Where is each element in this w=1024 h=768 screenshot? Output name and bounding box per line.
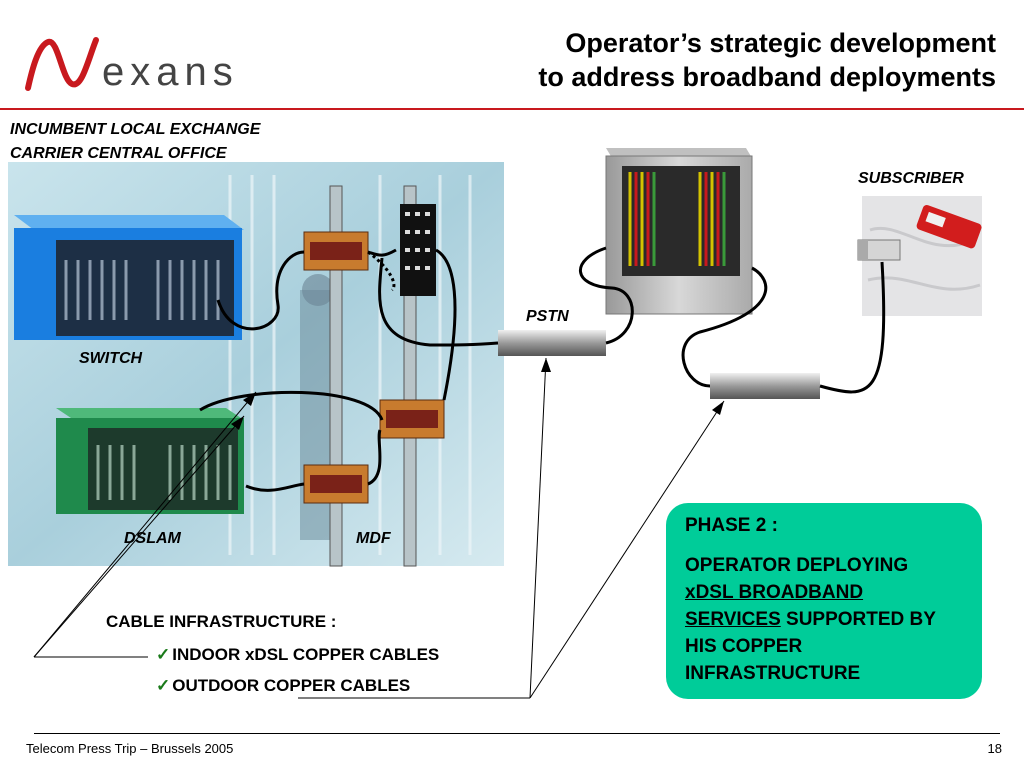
cable-list-item: ✓OUTDOOR COPPER CABLES xyxy=(156,676,410,696)
slide-title: Operator’s strategic development to addr… xyxy=(538,26,996,94)
phase-callout-box xyxy=(666,503,982,699)
office-line-2: CARRIER CENTRAL OFFICE xyxy=(10,145,227,162)
phase-line-1: OPERATOR DEPLOYING xyxy=(685,555,909,576)
cable-infrastructure-heading: CABLE INFRASTRUCTURE : xyxy=(106,612,337,631)
nexans-logo: exans xyxy=(22,30,262,105)
footer-text: Telecom Press Trip – Brussels 2005 xyxy=(26,741,234,756)
pstn-duct xyxy=(498,330,606,356)
title-divider xyxy=(0,108,1024,110)
copper-cables xyxy=(199,246,886,492)
pstn-exchange-cabinet xyxy=(605,148,753,315)
logo-n-stroke xyxy=(25,37,99,91)
mdf-terminal-block xyxy=(303,231,369,271)
office-line-1: INCUMBENT LOCAL EXCHANGE xyxy=(10,121,261,138)
phase-line-5: INFRASTRUCTURE xyxy=(685,663,861,684)
phase-line-3-underlined: SERVICES xyxy=(685,609,781,630)
mdf-terminal-block xyxy=(303,464,369,504)
logo-wordmark: exans xyxy=(102,50,239,94)
phase-line-2: xDSL BROADBAND xyxy=(685,582,864,603)
phase-line-3-rest: SUPPORTED BY xyxy=(780,609,936,630)
pstn-label: PSTN xyxy=(526,308,569,325)
wall-socket-icon xyxy=(857,239,901,261)
subscriber-label: SUBSCRIBER xyxy=(858,170,964,187)
footer-divider xyxy=(34,733,1000,734)
phase-description: OPERATOR DEPLOYING xDSL BROADBAND SERVIC… xyxy=(685,552,985,687)
dslam-label: DSLAM xyxy=(124,530,181,547)
cable-list-item: ✓INDOOR xDSL COPPER CABLES xyxy=(156,645,439,665)
mdf-terminal-block xyxy=(379,399,445,439)
checkmark-icon: ✓ xyxy=(156,645,171,664)
phase-line-4: HIS COPPER xyxy=(685,636,803,657)
checkmark-icon: ✓ xyxy=(156,676,171,695)
dslam-cabinet xyxy=(56,408,244,514)
telephone-icon xyxy=(916,204,982,249)
page-number: 18 xyxy=(987,741,1002,756)
cable-item-text: INDOOR xDSL COPPER CABLES xyxy=(172,645,440,664)
cable-item-text: OUTDOOR COPPER CABLES xyxy=(172,676,411,695)
switch-label: SWITCH xyxy=(79,350,143,367)
title-line-1: Operator’s strategic development xyxy=(565,28,996,58)
office-heading: INCUMBENT LOCAL EXCHANGE CARRIER CENTRAL… xyxy=(10,118,260,166)
switch-cabinet xyxy=(14,215,244,340)
mdf-label: MDF xyxy=(356,530,391,547)
phase-line-3: SERVICES SUPPORTED BY xyxy=(685,606,985,633)
phase-title: PHASE 2 : xyxy=(685,515,778,536)
title-line-2: to address broadband deployments xyxy=(538,62,996,92)
outdoor-duct xyxy=(710,373,820,399)
dotted-jumper xyxy=(367,250,396,292)
callout-lines xyxy=(33,357,725,699)
arrowheads xyxy=(231,358,724,430)
splitter-block xyxy=(400,204,436,296)
